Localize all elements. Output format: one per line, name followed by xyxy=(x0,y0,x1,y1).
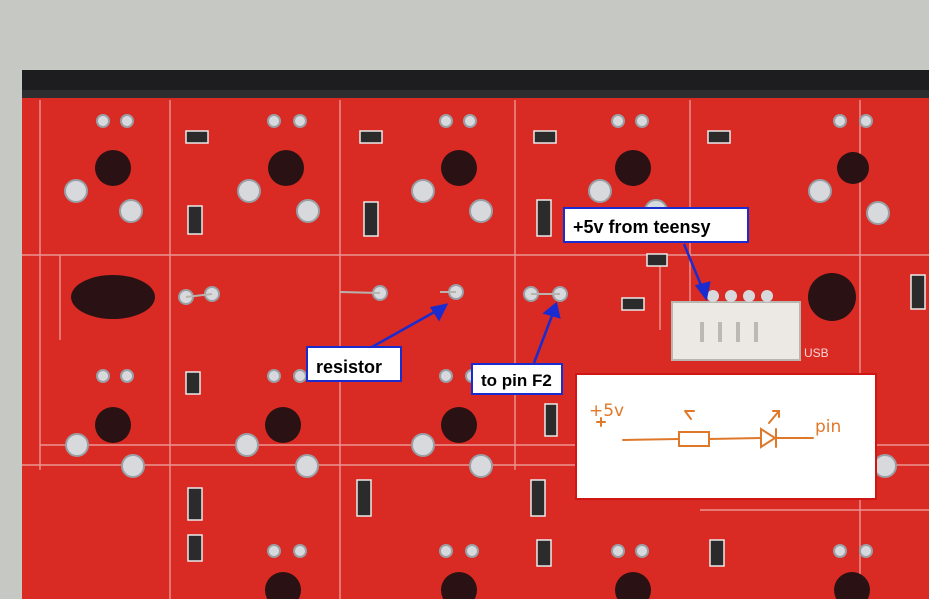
pin-f2-label: to pin F2 xyxy=(471,363,563,395)
schematic-wire-left xyxy=(622,438,680,441)
switch-holes xyxy=(71,150,870,599)
resistor-wire xyxy=(185,291,560,298)
teensy-5v-label: +5v from teensy xyxy=(563,207,749,243)
schematic-pin-label: pin xyxy=(815,417,842,437)
solder-joints xyxy=(64,114,897,558)
usb-connector xyxy=(671,290,801,361)
schematic-inset: +5v pin xyxy=(575,373,877,500)
annotation-arrows xyxy=(371,243,711,364)
schematic-led-arrow xyxy=(768,410,780,424)
usb-silk-label: USB xyxy=(804,346,829,360)
resistor-label: resistor xyxy=(306,346,402,382)
smd-components xyxy=(185,130,926,567)
schematic-diode-symbol xyxy=(760,427,777,449)
schematic-drawing xyxy=(596,410,814,449)
schematic-resistor-arrow xyxy=(684,410,695,420)
schematic-5v-label: +5v xyxy=(589,401,625,421)
schematic-resistor-symbol xyxy=(678,431,710,447)
schematic-wire-mid xyxy=(708,437,762,440)
